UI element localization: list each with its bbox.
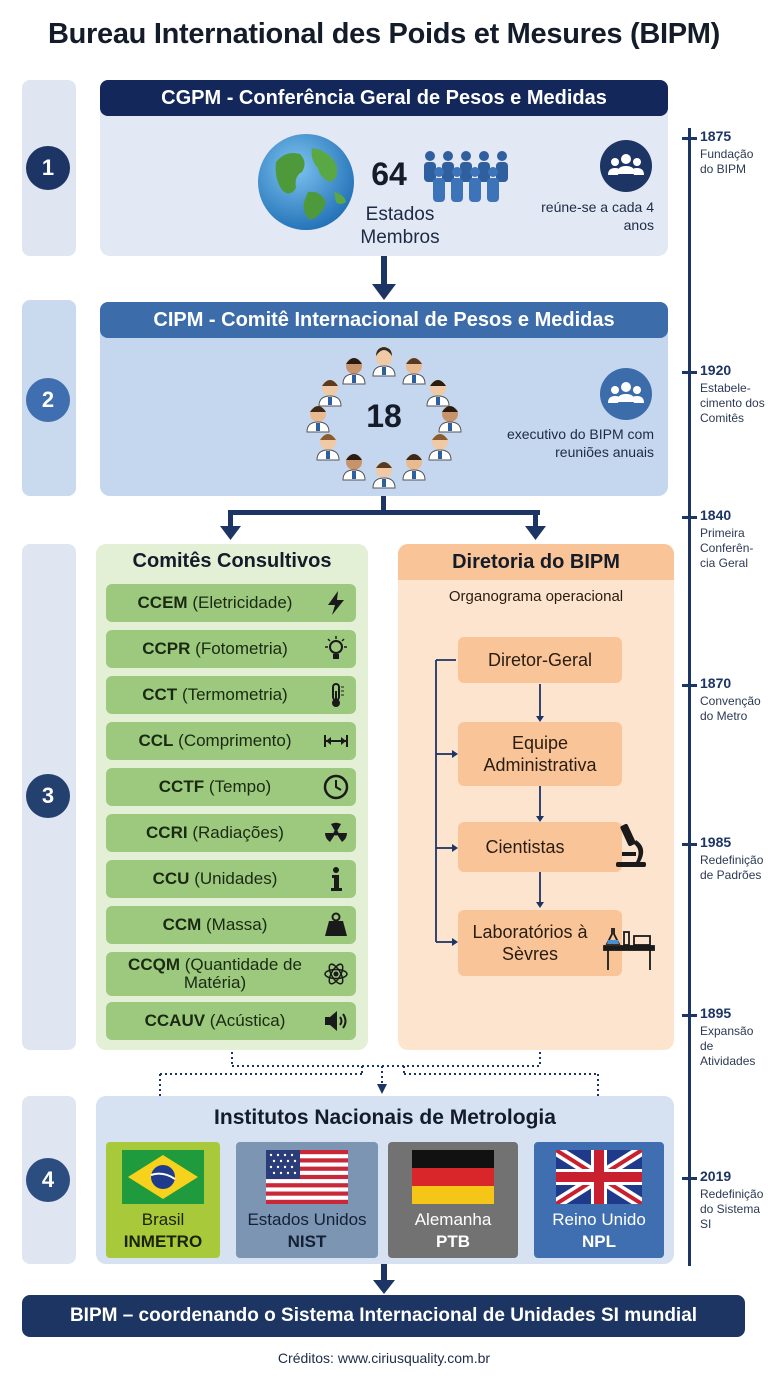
directorate-subtitle: Organograma operacional (448, 588, 624, 605)
speaker-icon (325, 1011, 347, 1031)
microscope-icon (616, 823, 646, 867)
branch-arrows (220, 496, 546, 540)
committee-members-circle-icon (306, 347, 462, 489)
timeline-event: Convenção do Metro (700, 694, 761, 723)
lightning-icon (328, 591, 344, 615)
weight-icon (325, 912, 347, 936)
lightbulb-icon (325, 636, 347, 659)
cipm-member-count: 18 (366, 398, 402, 434)
length-arrow-icon (324, 735, 348, 747)
timeline-event: Expansão de Atividades (700, 1024, 756, 1068)
institute-card-usa: Estados Unidos NIST (236, 1142, 378, 1258)
institute-country: Alemanha (414, 1210, 492, 1229)
timeline-year: 1895 (700, 1005, 732, 1021)
step-column-1: 1 (22, 80, 76, 256)
committee-row-ccem: CCEM (Eletricidade) (106, 584, 356, 622)
meeting-group-icon (600, 140, 652, 192)
timeline-event: Estabele- cimento dos Comitês (700, 381, 765, 425)
step-badge-4: 4 (26, 1158, 70, 1202)
org-box-administrative-team: Equipe Administrativa (458, 722, 622, 786)
committee-row-ccl: CCL (Comprimento) (106, 722, 356, 760)
timeline-axis (688, 128, 691, 1266)
institute-country: Estados Unidos (247, 1210, 367, 1229)
timeline-tick (682, 843, 697, 846)
timeline-tick (682, 1177, 697, 1180)
institute-country: Brasil (141, 1210, 185, 1229)
cipm-description: executivo do BIPM com reuniões anuais (506, 426, 654, 460)
org-chart-connectors (435, 659, 544, 946)
timeline-tick (682, 1014, 697, 1017)
cipm-header: CIPM - Comitê Internacional de Pesos e M… (100, 302, 668, 338)
timeline-year: 2019 (700, 1168, 732, 1184)
germany-flag-icon (412, 1150, 494, 1204)
committee-row-ccm: CCM (Massa) (106, 906, 356, 944)
step-badge-3: 3 (26, 774, 70, 818)
timeline-year: 1870 (700, 675, 732, 691)
institute-abbreviation: INMETRO (123, 1232, 203, 1251)
member-states-count: 64 (371, 156, 407, 192)
step-column-3: 3 (22, 544, 76, 1050)
step-column-2: 2 (22, 300, 76, 496)
timeline-year: 1920 (700, 362, 732, 378)
timeline-event: Primeira Conferên- cia Geral (700, 526, 754, 570)
timeline-event: Redefinição de Padrões (700, 853, 764, 882)
page-title: Bureau International des Poids et Mesure… (47, 18, 721, 50)
committee-group-icon (600, 368, 652, 420)
committee-row-ccri: CCRI (Radiações) (106, 814, 356, 852)
institute-card-brasil: Brasil INMETRO (106, 1142, 220, 1258)
credits-text: Créditos: www.ciriusquality.com.br (277, 1350, 491, 1366)
usa-flag-icon (266, 1150, 348, 1204)
timeline-tick (682, 684, 697, 687)
institute-abbreviation: NPL (582, 1232, 616, 1251)
member-states-label: Estados Membros (360, 204, 440, 248)
timeline-year: 1875 (700, 128, 732, 144)
timeline-year: 1985 (700, 834, 732, 850)
radiation-icon (325, 822, 347, 842)
timeline-tick (682, 516, 697, 519)
step-badge-1: 1 (26, 146, 70, 190)
institute-abbreviation: PTB (436, 1232, 470, 1251)
committee-row-ccu: CCU (Unidades) (106, 860, 356, 898)
committee-row-ccqm: CCQM (Quantidade de Matéria) (106, 952, 356, 996)
timeline-event: Redefinição do Sistema SI (700, 1187, 764, 1231)
institute-abbreviation: NIST (287, 1232, 327, 1251)
committee-row-cct: CCT (Termometria) (106, 676, 356, 714)
directorate-title: Diretoria do BIPM (398, 544, 674, 580)
committee-row-ccpr: CCPR (Fotometria) (106, 630, 356, 668)
org-box-laboratories: Laboratórios à Sèvres (458, 910, 622, 976)
step-column-4: 4 (22, 1096, 76, 1264)
cgpm-header: CGPM - Conferência Geral de Pesos e Medi… (100, 80, 668, 116)
atom-icon (324, 963, 348, 985)
committees-title: Comitês Consultivos (132, 550, 332, 572)
people-group-icon (424, 151, 508, 202)
timeline-year: 1840 (700, 507, 732, 523)
thermometer-icon (332, 683, 344, 707)
committee-row-ccauv: CCAUV (Acústica) (106, 1002, 356, 1040)
org-box-scientists: Cientistas (458, 822, 622, 872)
institute-card-uk: Reino Unido NPL (534, 1142, 664, 1258)
arrow-down-icon (372, 256, 396, 300)
timeline-event: Fundação do BIPM (700, 147, 754, 176)
org-box-director-general: Diretor-Geral (458, 637, 622, 683)
uk-flag-icon (556, 1150, 642, 1204)
footer-banner: BIPM – coordenando o Sistema Internacion… (22, 1295, 745, 1337)
info-icon (331, 867, 342, 891)
committee-row-cctf: CCTF (Tempo) (106, 768, 356, 806)
step-badge-2: 2 (26, 378, 70, 422)
laboratory-bench-icon (603, 928, 655, 970)
globe-icon (258, 134, 354, 230)
timeline-tick (682, 371, 697, 374)
institute-card-germany: Alemanha PTB (388, 1142, 518, 1258)
institute-country: Reino Unido (552, 1210, 646, 1229)
timeline-tick (682, 137, 697, 140)
arrow-down-icon (373, 1264, 395, 1294)
institutes-title: Institutos Nacionais de Metrologia (214, 1106, 556, 1129)
meeting-frequency: reúne-se a cada 4 anos (541, 199, 654, 233)
brazil-flag-icon (122, 1150, 204, 1204)
clock-icon (323, 774, 349, 800)
